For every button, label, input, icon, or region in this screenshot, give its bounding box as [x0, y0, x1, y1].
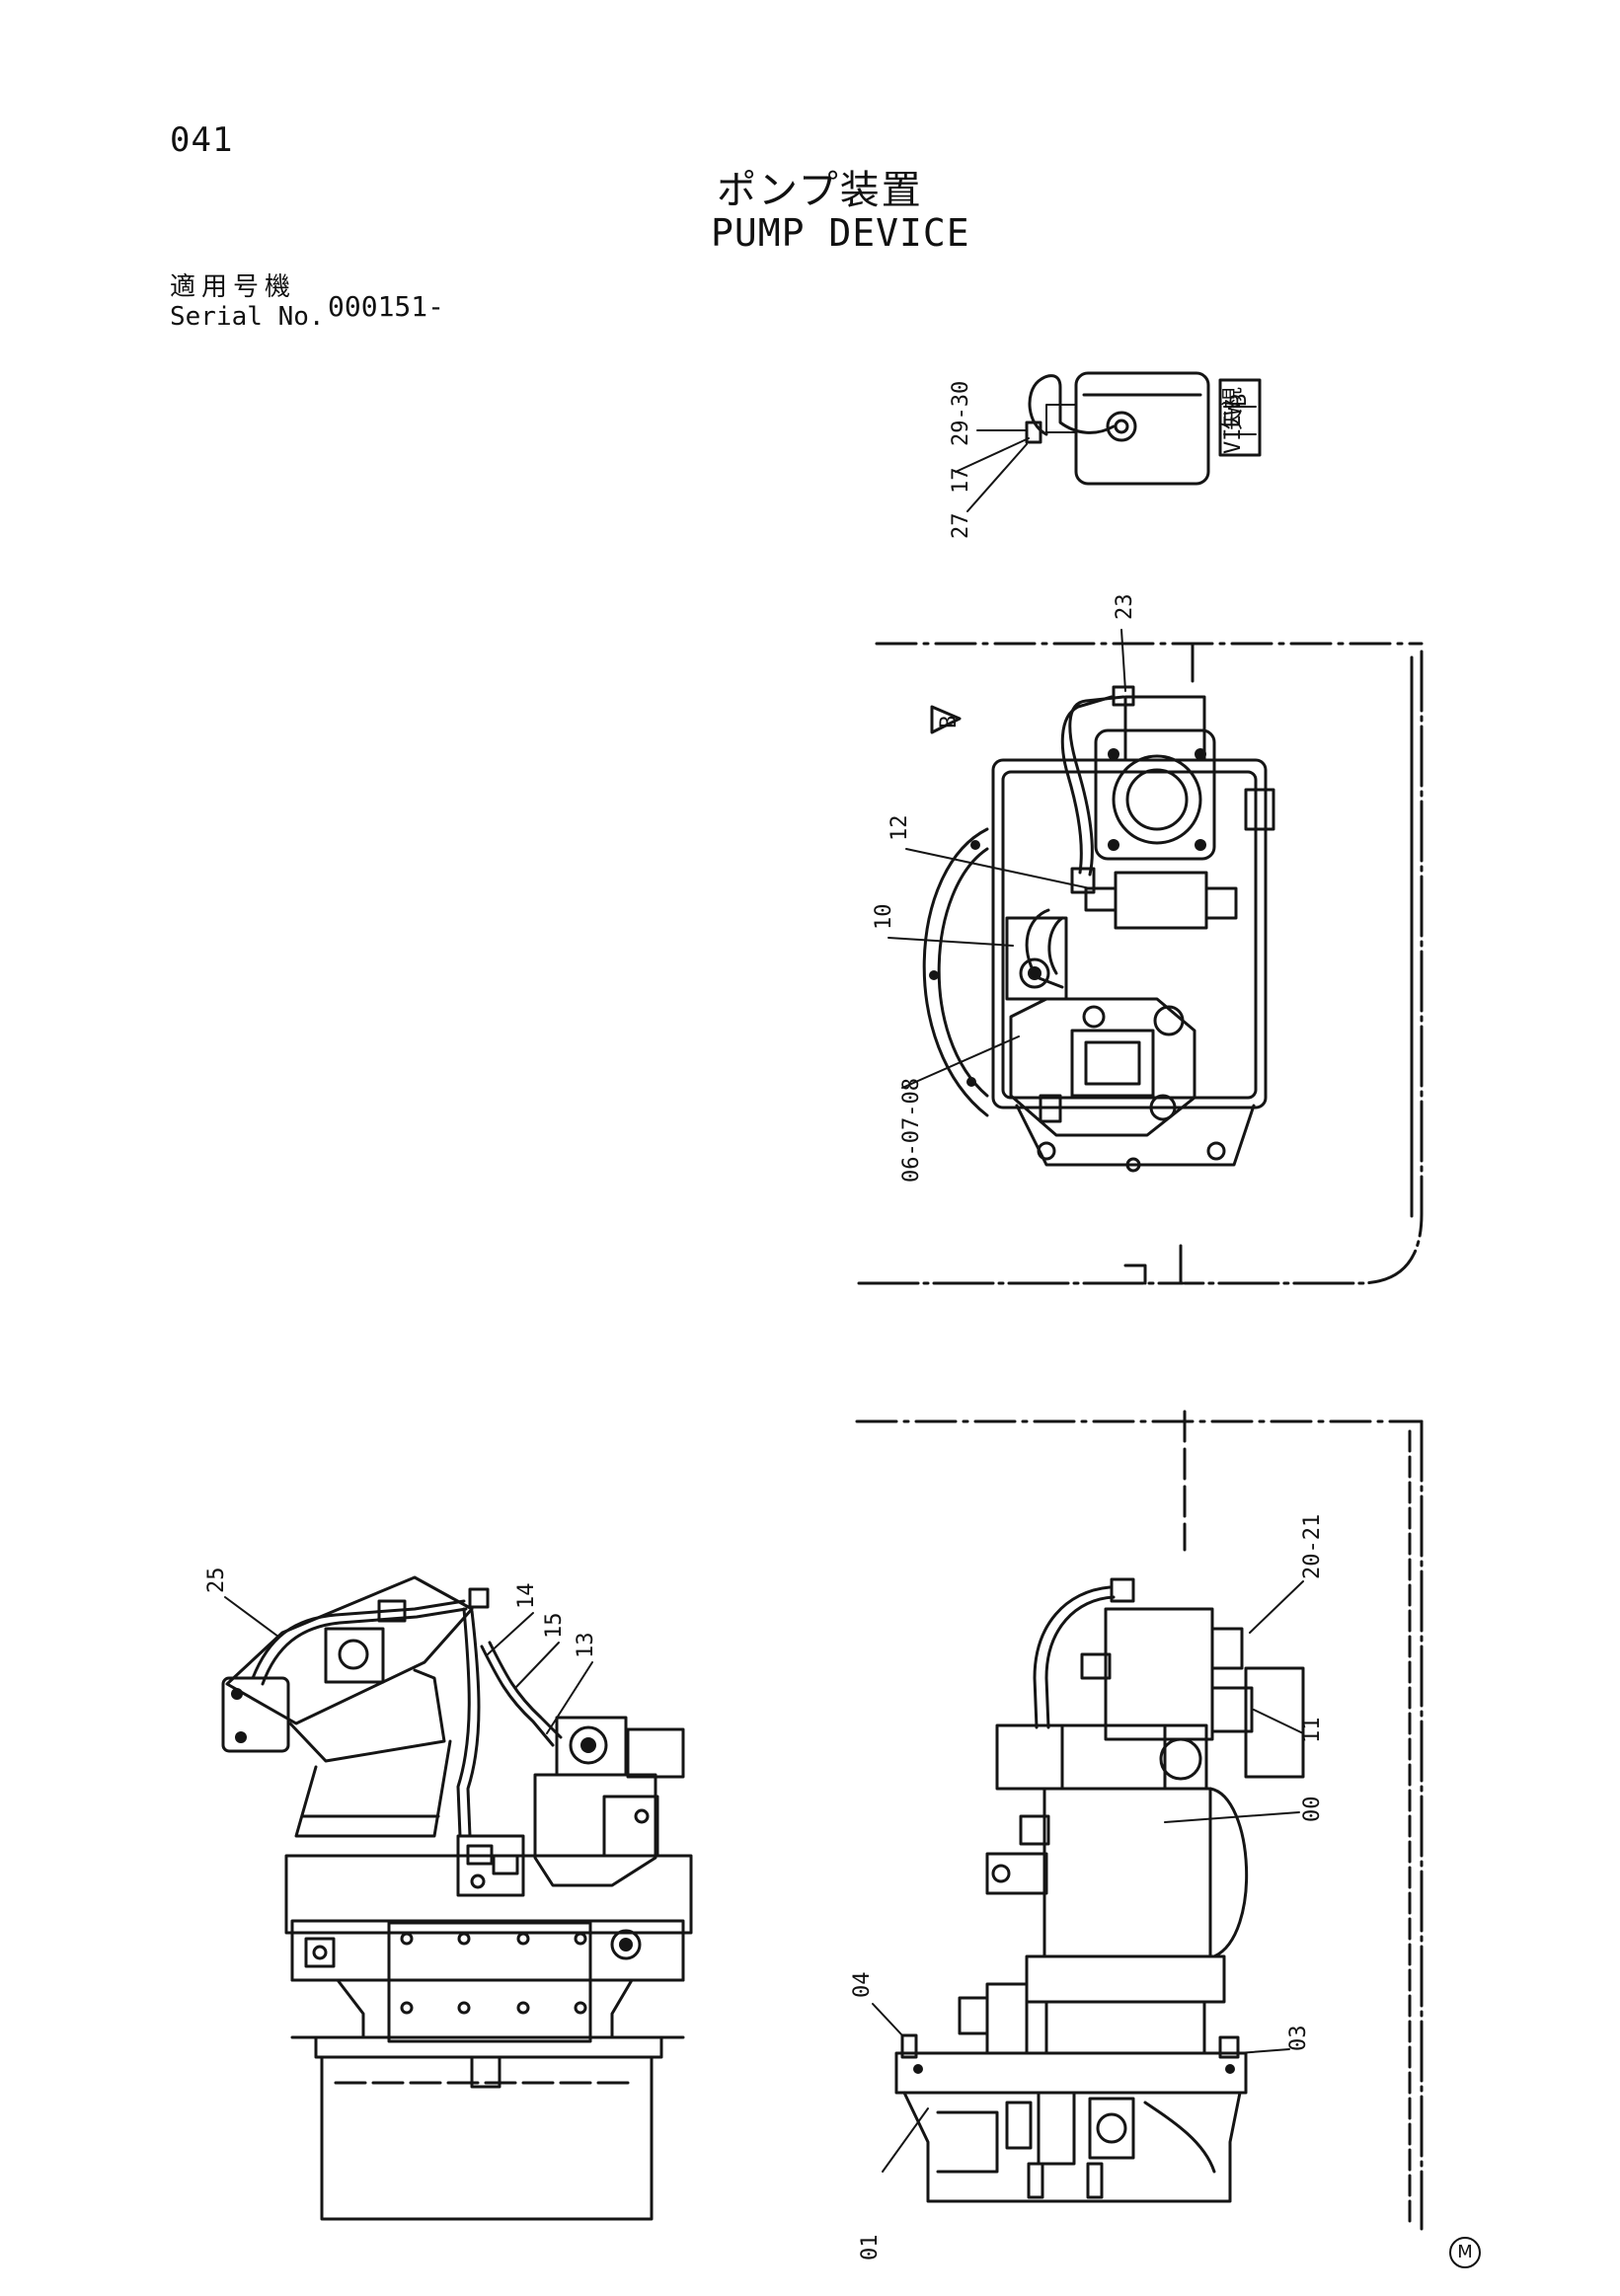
callout-11: 11: [1300, 1718, 1325, 1744]
callout-15: 15: [542, 1613, 567, 1640]
page-title-jp: ポンプ装置: [717, 168, 923, 213]
callout-23: 23: [1113, 594, 1137, 621]
view-b-label-en: VIEW: [1221, 401, 1246, 454]
side-view-left-assembly: 25 14 15 13: [204, 1568, 693, 2221]
page-number: 041: [170, 120, 234, 160]
view-b-detail: B VIEW 矢視 29-30 17 27: [949, 371, 1262, 540]
callout-29-30: 29-30: [949, 381, 973, 446]
callout-12: 12: [887, 815, 912, 842]
callout-10: 10: [872, 904, 896, 931]
view-b-label-jp: 矢視: [1221, 387, 1246, 430]
page-title-en: PUMP DEVICE: [711, 211, 970, 255]
callout-01: 01: [858, 2235, 883, 2261]
serial-number: 000151-: [328, 290, 445, 323]
view-b-letter: B: [1227, 394, 1252, 407]
serial-label-en: Serial No.: [170, 302, 325, 332]
callout-04: 04: [850, 1972, 875, 1999]
callout-03: 03: [1286, 2026, 1311, 2052]
callout-20-21: 20-21: [1300, 1514, 1325, 1579]
top-view-assembly: B: [857, 594, 1424, 1285]
callout-06-07-08: 06-07-08: [899, 1078, 924, 1183]
callout-14: 14: [514, 1583, 539, 1610]
callout-00: 00: [1300, 1797, 1325, 1823]
callout-17: 17: [949, 468, 973, 495]
callout-27: 27: [949, 513, 973, 540]
callout-25: 25: [204, 1568, 229, 1594]
footer-mark-icon: M: [1449, 2237, 1481, 2268]
serial-label-jp: 適用号機: [170, 272, 297, 302]
callout-13: 13: [574, 1633, 598, 1659]
side-view-right-assembly: 20-21 11 00 04 03 01: [850, 1410, 1424, 2261]
arrow-b-letter: B: [937, 716, 962, 728]
